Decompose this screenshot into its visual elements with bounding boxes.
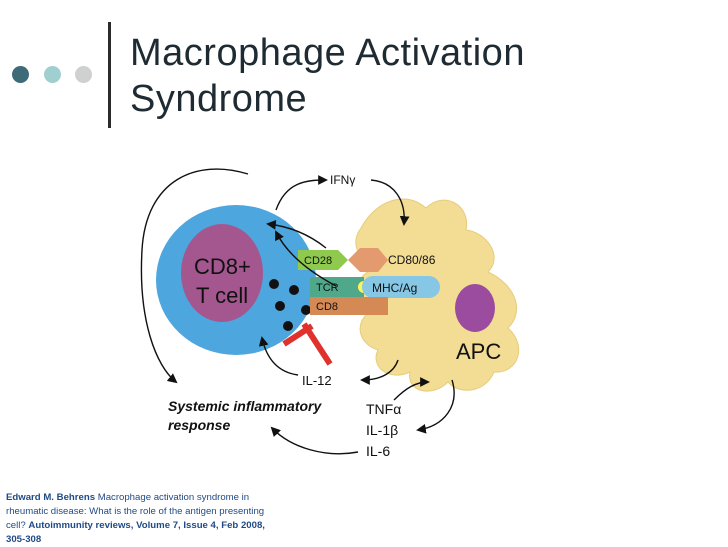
title-line-1: Macrophage Activation <box>130 32 525 74</box>
il6-label: IL-6 <box>366 443 390 459</box>
tcr-label: TCR <box>316 282 339 294</box>
signal-arrow <box>266 219 327 249</box>
title-line-2: Syndrome <box>130 78 308 120</box>
mhc-ag-label: MHC/Ag <box>372 281 417 295</box>
apc-label: APC <box>456 339 501 364</box>
title-divider <box>108 22 111 128</box>
loop-arrow <box>140 168 249 384</box>
citation-title: Macrophage activation syndrome in rheuma… <box>6 492 265 531</box>
granule <box>289 285 299 295</box>
apc-nucleus <box>455 284 495 332</box>
il12-label: IL-12 <box>302 373 332 388</box>
citation: Edward M. Behrens Macrophage activation … <box>6 491 276 547</box>
granule <box>301 305 311 315</box>
dot-dark <box>12 66 29 83</box>
ifn-arrow-in <box>370 179 410 226</box>
il1-label: IL-1β <box>366 422 398 438</box>
mas-pathway-figure: CD8+ T cell IFNγ CD28 CD80/86 TCR MHC/Ag… <box>126 160 556 465</box>
tnf-label: TNFα <box>366 401 401 417</box>
cd28-receptor <box>298 250 348 270</box>
decorative-dots <box>12 66 94 84</box>
systemic-response-label: response <box>168 417 230 433</box>
response-arrow <box>270 426 359 455</box>
dot-teal <box>44 66 61 83</box>
slide-title: Macrophage Activation Syndrome <box>130 30 690 122</box>
cytokine-arrow-in <box>416 379 455 434</box>
signal-arrow <box>275 230 337 287</box>
tcr-receptor <box>310 277 364 297</box>
cd8-tcell-label: CD8+ <box>194 254 251 279</box>
tcell-nucleus <box>181 224 263 322</box>
cd28-label: CD28 <box>304 255 332 267</box>
citation-author: Edward M. Behrens <box>6 492 96 503</box>
ifn-arrow-out <box>275 175 328 211</box>
dot-gray <box>75 66 92 83</box>
ifn-label: IFNγ <box>330 173 355 187</box>
cd80-86-ligand <box>348 248 388 272</box>
inhibition-bar <box>282 323 314 347</box>
mhc-ag-complex <box>362 276 440 298</box>
cd80-86-label: CD80/86 <box>388 253 436 267</box>
systemic-response-label: Systemic inflammatory <box>168 398 322 414</box>
pathway-diagram: CD8+ T cell IFNγ CD28 CD80/86 TCR MHC/Ag… <box>140 168 520 459</box>
cd8-label: CD8 <box>316 301 338 313</box>
granule <box>283 321 293 331</box>
il12-arrow-from-apc <box>360 359 399 385</box>
il12-arrow-to-tcell <box>258 336 299 376</box>
granule <box>269 279 279 289</box>
cytokine-arrow-out <box>393 377 430 401</box>
cd8-tcell-label: T cell <box>196 283 248 308</box>
cd8-coreceptor <box>310 297 388 315</box>
citation-journal: Autoimmunity reviews, Volume 7, Issue 4,… <box>6 520 265 545</box>
granule <box>275 301 285 311</box>
